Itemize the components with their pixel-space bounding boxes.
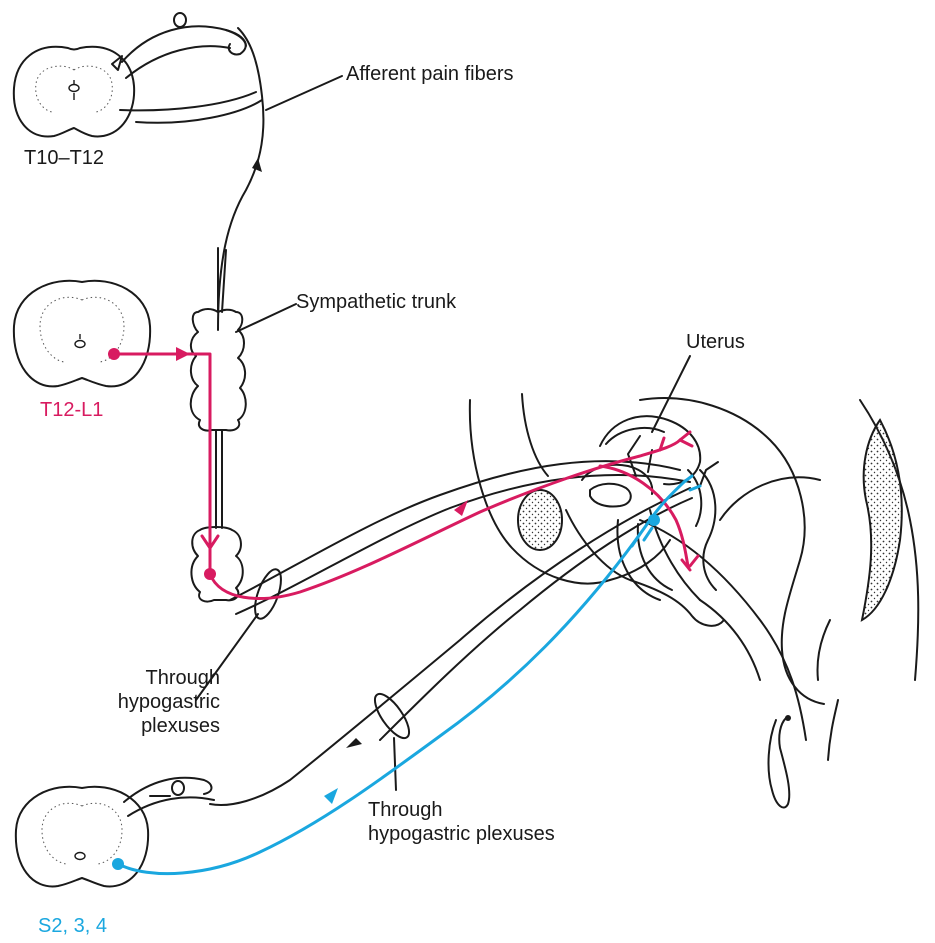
label-hypogastric-left-line2: hypogastric	[117, 691, 220, 713]
sympathetic-trunk	[189, 247, 297, 603]
label-afferent-pain-fibers: Afferent pain fibers	[346, 63, 514, 85]
label-hypogastric-left-line3: plexuses	[141, 715, 220, 737]
label-hypogastric-left-line1: Through	[145, 667, 221, 689]
spinal-cord-t12-l1	[12, 279, 152, 388]
label-hypogastric-left: Through hypogastric plexuses	[70, 666, 220, 738]
spinal-nerve-roots-s2-s4	[123, 776, 215, 817]
label-s2-3-4: S2, 3, 4	[38, 915, 107, 937]
label-sympathetic-trunk: Sympathetic trunk	[296, 291, 457, 313]
spinal-cord-s2-s4	[14, 785, 150, 888]
label-uterus: Uterus	[686, 331, 745, 353]
label-hypogastric-right-line2: hypogastric plexuses	[368, 823, 555, 845]
parasympathetic-pathway-blue	[112, 474, 702, 876]
pelvic-anatomy	[468, 393, 920, 809]
afferent-pelvic-pathway	[195, 435, 719, 806]
spinal-cord-t10-t12	[12, 45, 136, 138]
label-hypogastric-right: Through hypogastric plexuses	[368, 798, 555, 846]
sympathetic-pathway-pink	[108, 347, 700, 600]
afferent-pain-fiber	[217, 27, 343, 331]
spinal-nerve-roots-t10-t12	[111, 12, 263, 124]
label-t10-t12: T10–T12	[24, 147, 105, 169]
uterus-leader	[651, 355, 691, 433]
label-hypogastric-right-line1: Through	[368, 799, 443, 821]
label-t12-l1: T12-L1	[40, 399, 104, 421]
